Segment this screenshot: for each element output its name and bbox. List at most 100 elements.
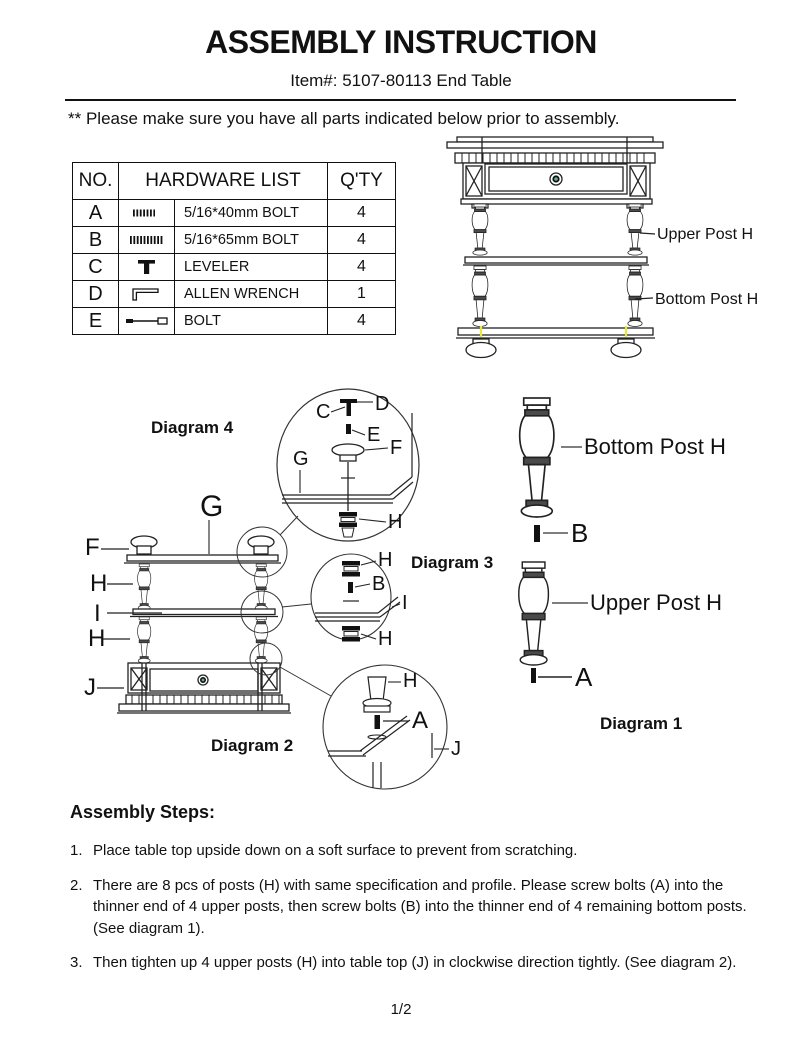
step-text: Then tighten up 4 upper posts (H) into t… [93,954,737,971]
step-text: There are 8 pcs of posts (H) with same s… [93,876,747,937]
assembly-step-1: 1. Place table top upside down on a soft… [70,840,762,862]
middle-shelf [463,256,649,266]
label-h: H [378,549,392,571]
diagram2-title: Diagram 2 [211,736,293,755]
label-h: H [388,511,402,533]
bolt-65mm-icon [118,226,175,254]
bolt-b-part [534,525,540,542]
step-number: 3. [70,954,83,971]
label-g: G [200,490,223,523]
part-desc: 5/16*40mm BOLT [174,199,328,227]
label-a: A [412,707,428,734]
assembled-table-illustration: Upper Post H Bottom Post H [446,136,758,359]
bottom-post-label: Bottom Post H [655,291,758,308]
part-desc: BOLT [174,307,328,335]
part-qty: 4 [327,307,396,335]
col-header-qty: Q'TY [327,162,396,200]
label-e: E [367,424,380,446]
hardware-row-c: C LEVELER 4 [72,253,396,281]
shelf-corner [282,413,414,504]
apron-and-drawer [460,162,653,205]
foot-knobs [130,535,275,555]
parts-note: ** Please make sure you have all parts i… [68,109,620,128]
hardware-row-e: E BOLT 4 [72,307,396,335]
zoom-circles [236,515,332,697]
bottom-shelf-part [126,554,279,562]
overview-callouts: Upper Post H Bottom Post H [634,226,758,308]
hardware-row-a: A 5/16*40mm BOLT 4 [72,199,396,227]
col-header-no: NO. [72,162,119,200]
part-letter: B [72,226,119,254]
upper-posts [471,203,644,256]
drawer-front [484,163,628,195]
label-j: J [451,738,461,760]
bolt-a-part [374,715,380,729]
post-thread-end [342,626,360,642]
assembly-steps: Assembly Steps: 1. Place table top upsid… [70,802,762,987]
part-letter: C [72,253,119,281]
bolt-a-part [531,668,536,683]
table-top-cornice [446,136,664,164]
step-text: Place table top upside down on a soft su… [93,842,578,859]
part-desc: LEVELER [174,253,328,281]
bolt-e-part [346,424,351,434]
bottom-post-label: Bottom Post H [584,434,726,459]
bolt-b-part [348,582,353,593]
label-h: H [378,628,392,650]
label-i: I [402,592,408,614]
bottom-posts [471,265,644,327]
leveler-part [340,399,357,403]
drawer-knob [197,674,209,686]
post-thread-end [342,561,360,577]
part-qty: 4 [327,199,396,227]
diagram2-assembly: F G H I H [84,490,332,755]
diagram3-detail-circle: H B I H Diagram 3 [310,549,493,650]
part-desc: ALLEN WRENCH [174,280,328,308]
col-header-hardware-list: HARDWARE LIST [118,162,328,200]
hardware-row-d: D ALLEN WRENCH 1 [72,280,396,308]
item-number: Item#: 5107-80113 End Table [290,71,512,90]
page-title: ASSEMBLY INSTRUCTION [205,24,597,60]
assembly-diagrams: Diagram 4 C D E F G [84,388,726,790]
part-qty: 1 [327,280,396,308]
hardware-row-b: B 5/16*65mm BOLT 4 [72,226,396,254]
post-foot-end [362,676,392,713]
bolt-40mm-icon [118,199,175,227]
assembly-steps-heading: Assembly Steps: [70,802,216,822]
label-c: C [316,401,330,423]
diagram1-title: Diagram 1 [600,714,682,733]
diagram4-detail-circle: C D E F G [276,388,420,542]
part-desc: 5/16*65mm BOLT [174,226,328,254]
table-top-corner [328,715,433,788]
label-a: A [575,662,593,692]
label-h: H [88,625,105,652]
shelf-corner [315,596,401,622]
drawer-knob [549,172,563,186]
post-thread-end [339,512,357,538]
label-b: B [372,573,385,595]
long-bolt-icon [118,307,175,335]
label-j: J [84,674,96,701]
page-number: 1/2 [390,1001,412,1018]
label-b: B [571,518,588,548]
step-number: 2. [70,876,83,894]
part-letter: A [72,199,119,227]
part-letter: D [72,280,119,308]
leveler-icon [118,253,175,281]
label-g: G [293,448,309,470]
middle-shelf-part [132,608,276,616]
bottom-shelf-and-feet [456,326,655,359]
diagram1-posts: Bottom Post H B Upper Post H A Diagram 1 [518,397,726,733]
foot-part [331,443,365,457]
assembly-step-3: 3. Then tighten up 4 upper posts (H) int… [70,952,762,974]
label-i: I [94,600,101,627]
diagram2-bottom-detail-circle: H A J [322,664,461,790]
diagram4-title: Diagram 4 [151,418,234,437]
table-top-inverted [117,662,291,714]
label-d: D [375,393,389,415]
label-f: F [85,534,100,561]
hardware-table: NO. HARDWARE LIST Q'TY A 5/16*40mm BOLT … [72,162,396,335]
divider-rule [65,99,736,101]
part-qty: 4 [327,226,396,254]
